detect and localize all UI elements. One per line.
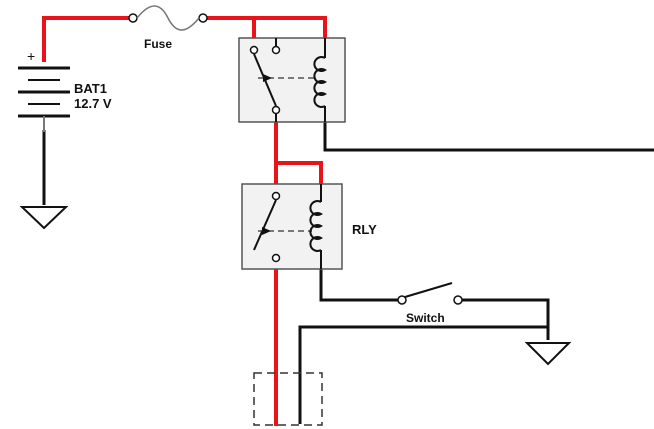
fuse: Fuse	[128, 5, 208, 51]
relay-1-coil	[313, 56, 327, 108]
load-connector	[253, 372, 323, 426]
fuse-element	[136, 5, 200, 31]
wire-relay1-coil-out	[323, 122, 654, 152]
battery-plus-sign: +	[27, 48, 35, 64]
battery-ground-symbol	[19, 206, 69, 230]
wire-battery-to-fuse	[42, 16, 130, 62]
wire-fuse-to-relay1	[206, 16, 327, 46]
relay-2-coil	[309, 200, 323, 252]
switch-lever	[404, 282, 453, 298]
fuse-label: Fuse	[144, 37, 172, 51]
battery-voltage-label: 12.7 V	[74, 96, 112, 111]
wire-load-return	[298, 325, 548, 424]
switch-label: Switch	[406, 311, 445, 325]
battery: +	[18, 48, 70, 132]
wire-relay2-coil-to-switch	[319, 269, 398, 302]
switch-ground-symbol	[524, 342, 572, 366]
battery-name-label: BAT1	[74, 81, 107, 96]
wire-switch-to-ground	[460, 298, 550, 340]
ground-wiring	[42, 122, 654, 424]
positive-wiring	[42, 16, 327, 426]
relay-2	[241, 183, 343, 270]
relay-1	[238, 37, 346, 123]
relay-label: RLY	[352, 222, 377, 237]
wire-relay2-coil-feed	[274, 161, 323, 188]
relay-2-body	[241, 183, 343, 270]
switch: Switch	[397, 282, 463, 325]
